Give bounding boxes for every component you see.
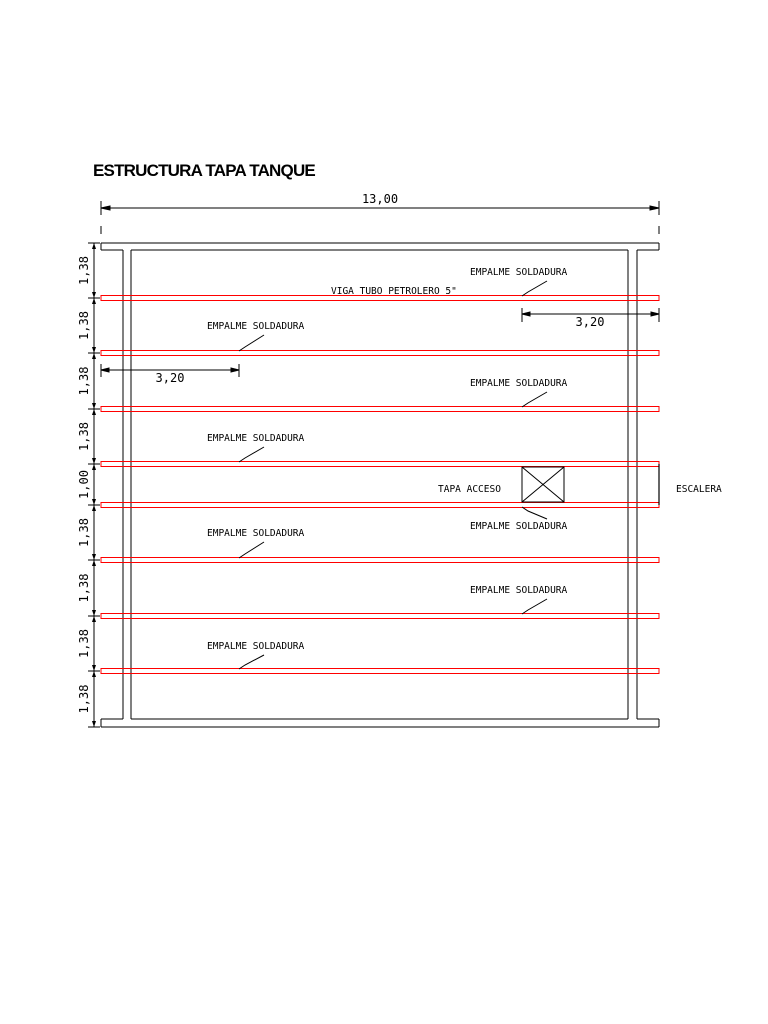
splice-annotations: EMPALME SOLDADURA EMPALME SOLDADURA EMPALM…: [207, 267, 568, 670]
splice-leader-4: [238, 446, 265, 463]
beam-type-label: VIGA TUBO PETROLERO 5": [331, 286, 457, 297]
splice-label-5: EMPALME SOLDADURA: [470, 521, 568, 532]
spacing-label-3: 1,38: [77, 367, 91, 396]
splice-leader-5: [521, 506, 548, 520]
spacing-label-5: 1,00: [77, 470, 91, 499]
dimension-arrow: [92, 292, 96, 298]
spacing-label-6: 1,38: [77, 518, 91, 547]
overall-width-dimension: [100, 201, 660, 234]
beam-2: [100, 350, 660, 356]
splice-label-2: EMPALME SOLDADURA: [207, 321, 305, 332]
splice-label-8: EMPALME SOLDADURA: [207, 641, 305, 652]
dimension-arrow: [92, 243, 96, 249]
dimension-arrow: [92, 616, 96, 622]
access-hatch-label: TAPA ACCESO: [438, 484, 501, 495]
dimension-arrow: [92, 560, 96, 566]
beam-1: [100, 295, 660, 301]
spacing-label-4: 1,38: [77, 422, 91, 451]
spacing-label-7: 1,38: [77, 574, 91, 603]
splice-offset-dimension-right: [521, 308, 660, 322]
dimension-arrow: [92, 671, 96, 677]
beam-8: [100, 668, 660, 674]
beam-4: [100, 461, 660, 467]
overall-width-label: 13,00: [362, 192, 398, 206]
dimension-arrow: [92, 505, 96, 511]
dimension-arrow: [92, 610, 96, 616]
tank-frame: [100, 242, 660, 728]
dimension-arrow: [92, 554, 96, 560]
splice-leader-7: [521, 598, 548, 615]
dimension-arrow: [92, 347, 96, 353]
beam-3: [100, 406, 660, 412]
splice-leader-2: [238, 334, 265, 352]
splice-offset-label-right: 3,20: [576, 315, 605, 329]
dimension-arrow: [92, 403, 96, 409]
splice-offset-label-left: 3,20: [156, 371, 185, 385]
splice-label-3: EMPALME SOLDADURA: [470, 378, 568, 389]
splice-label-7: EMPALME SOLDADURA: [470, 585, 568, 596]
splice-leader-6: [238, 541, 265, 559]
dimension-arrow: [92, 464, 96, 470]
splice-leader-3: [521, 391, 548, 408]
spacing-dimension-chain: 1,38 1,38 1,38 1,38 1,00 1,38 1,38 1,38 1,38: [77, 242, 100, 728]
beam-7: [100, 613, 660, 619]
spacing-label-9: 1,38: [77, 685, 91, 714]
splice-label-6: EMPALME SOLDADURA: [207, 528, 305, 539]
beam-5: [100, 502, 660, 508]
spacing-label-1: 1,38: [77, 256, 91, 285]
dimension-arrow: [92, 458, 96, 464]
beams: [100, 295, 660, 674]
drawing-title: ESTRUCTURA TAPA TANQUE: [93, 161, 316, 180]
dimension-arrow: [92, 665, 96, 671]
access-hatch-symbol: [521, 466, 565, 503]
dimension-arrow: [92, 353, 96, 359]
splice-leader-1: [521, 280, 548, 297]
splice-label-4: EMPALME SOLDADURA: [207, 433, 305, 444]
dimension-arrow: [92, 409, 96, 415]
beam-6: [100, 557, 660, 563]
ladder-label: ESCALERA: [676, 484, 722, 495]
dimension-arrow: [92, 298, 96, 304]
dimension-arrow: [92, 721, 96, 727]
spacing-label-2: 1,38: [77, 311, 91, 340]
splice-leader-8: [238, 654, 265, 670]
splice-offset-dimension-left: [100, 364, 240, 377]
splice-label-1: EMPALME SOLDADURA: [470, 267, 568, 278]
spacing-label-8: 1,38: [77, 629, 91, 658]
dimension-arrow: [92, 499, 96, 505]
